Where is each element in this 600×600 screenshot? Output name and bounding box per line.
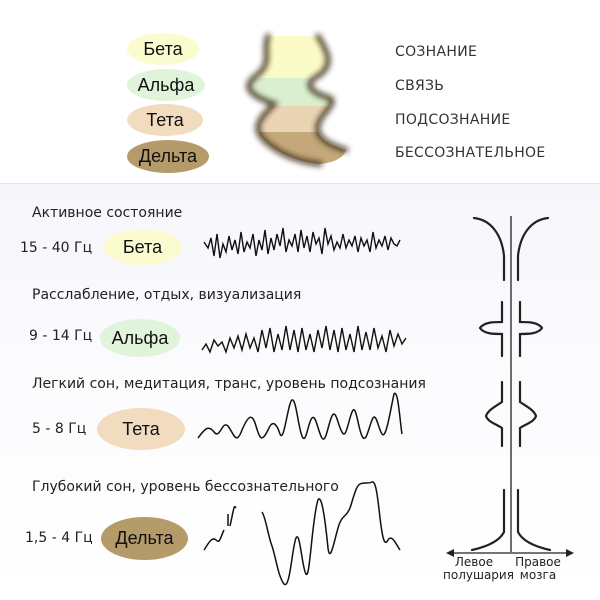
band-title-alpha: Расслабление, отдых, визуализация: [32, 287, 302, 303]
band-pill-alpha: Альфа: [100, 319, 180, 357]
delta-waveform: [203, 481, 401, 585]
legend-pill-alpha: Альфа: [127, 69, 205, 101]
beta-waveform: [203, 227, 401, 259]
legend-label-connection: СВЯЗЬ: [395, 78, 445, 94]
legend-pill-delta: Дельта: [127, 140, 209, 173]
band-freq-delta: 1,5 - 4 Гц: [25, 530, 93, 546]
band-pill-delta: Дельта: [101, 517, 188, 560]
brainwave-panel: [0, 184, 600, 600]
band-title-delta: Глубокий сон, уровень бессознательного: [32, 479, 339, 495]
theta-waveform: [197, 392, 403, 440]
legend-panel: Бета Альфа Тета Дельта СОЗНАНИЕ СВЯЗЬ ПО…: [0, 0, 600, 184]
legend-label-unconscious: БЕССОЗНАТЕЛЬНОЕ: [395, 145, 546, 161]
alpha-waveform: [201, 325, 407, 355]
band-title-theta: Легкий сон, медитация, транс, уровень по…: [32, 376, 426, 392]
legend-pill-beta: Бета: [127, 33, 199, 65]
band-pill-beta: Бета: [103, 229, 182, 265]
left-hemisphere-label: Левое полушария: [443, 556, 514, 582]
legend-pill-theta: Тета: [127, 104, 203, 136]
right-hemisphere-label: Правое мозга: [508, 556, 568, 582]
consciousness-levels-figure: [246, 33, 349, 167]
hemisphere-diagram: [446, 216, 574, 557]
right-hemisphere-label-text: Правое мозга: [515, 555, 561, 582]
legend-label-subconscious: ПОДСОЗНАНИЕ: [395, 112, 511, 128]
left-hemisphere-label-text: Левое полушария: [443, 555, 514, 582]
band-freq-beta: 15 - 40 Гц: [20, 240, 93, 256]
legend-label-consciousness: СОЗНАНИЕ: [395, 44, 478, 60]
band-pill-theta: Тета: [97, 408, 185, 450]
band-freq-theta: 5 - 8 Гц: [32, 421, 87, 437]
band-freq-alpha: 9 - 14 Гц: [29, 328, 93, 344]
band-title-beta: Активное состояние: [32, 205, 183, 221]
